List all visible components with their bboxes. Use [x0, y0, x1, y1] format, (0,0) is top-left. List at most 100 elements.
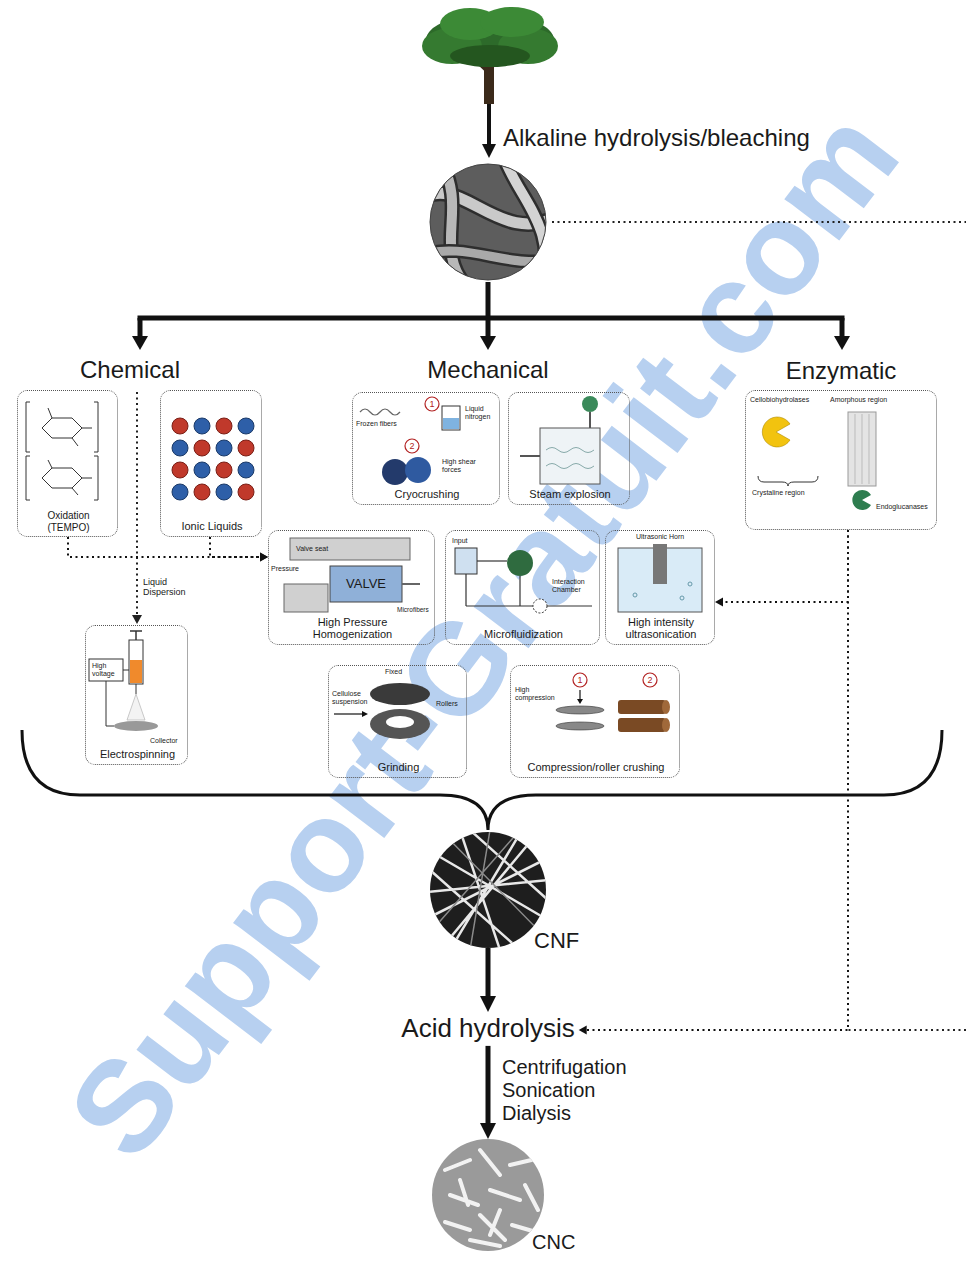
branch-arrows	[480, 336, 496, 350]
part-label: Interaction Chamber	[552, 578, 598, 594]
connector-label: Centrifugation Sonication Dialysis	[502, 1056, 662, 1125]
ionic-grid	[216, 440, 232, 456]
cnf-micrograph	[428, 830, 548, 950]
ionic-grid	[172, 484, 188, 500]
ionic-grid	[194, 484, 210, 500]
cryocrushing-illustration	[405, 439, 419, 453]
connector-line	[721, 530, 848, 602]
homogenizer-illustration	[284, 538, 420, 612]
compression-illustration	[556, 706, 604, 714]
homogenizer-illustration	[330, 566, 402, 602]
microfluidizer-illustration	[455, 548, 477, 574]
ionic-grid	[194, 418, 210, 434]
callout-number: 1	[573, 673, 587, 687]
group-heading: Chemical	[80, 356, 180, 384]
connector	[480, 1046, 496, 1139]
method-box: Oxidation (TEMPO)	[17, 390, 118, 537]
part-label: Endoglucanases	[876, 503, 928, 511]
grinder-illustration	[386, 716, 414, 728]
connector-line	[210, 537, 262, 557]
electrospinning-illustration	[106, 670, 129, 726]
arrowhead	[480, 1123, 496, 1139]
steam-explosion-illustration	[546, 448, 594, 469]
electrospinning-illustration	[89, 631, 158, 731]
brace	[22, 730, 942, 830]
ultrasonicator-illustration	[680, 596, 684, 600]
arrowhead	[715, 598, 723, 607]
liquid-dispersion-arrow	[136, 392, 138, 615]
arrowhead	[260, 553, 268, 562]
connector	[210, 537, 268, 562]
fiber-micrograph	[430, 164, 546, 280]
ionic-grid	[172, 462, 188, 478]
grinder-illustration	[370, 709, 430, 739]
arrowhead	[480, 996, 496, 1012]
grinder-illustration	[370, 683, 430, 705]
dotted-link	[552, 222, 966, 1030]
method-box: Compression/roller crushing	[510, 665, 680, 778]
branch-arrows	[840, 318, 845, 338]
fiber-micrograph	[505, 160, 545, 290]
enzymatic-illustration	[762, 417, 790, 447]
connector	[480, 948, 496, 1012]
ionic-grid	[238, 462, 254, 478]
callout-number: 1	[425, 397, 439, 411]
cnf-micrograph	[428, 830, 548, 950]
tempo-structure	[42, 468, 82, 488]
compression-illustration	[556, 722, 604, 730]
ultrasonicator-illustration	[688, 582, 692, 586]
fiber-micrograph	[440, 160, 470, 290]
tempo-structure	[48, 460, 92, 495]
part-label: Microfibers	[397, 606, 429, 613]
connector	[579, 530, 848, 1035]
electrospinning-illustration	[89, 659, 123, 681]
branch-arrows	[132, 336, 148, 350]
part-label: High shear forces	[442, 458, 492, 474]
tempo-structure	[48, 408, 92, 446]
electrospinning-illustration	[127, 694, 145, 720]
part-label: Cellulose suspension	[332, 690, 370, 706]
part-label: Frozen fibers	[356, 420, 404, 428]
fiber-micrograph	[420, 160, 560, 290]
compression-illustration	[618, 700, 666, 714]
part-label: Collector	[150, 737, 178, 745]
part-label: Input	[452, 537, 468, 545]
part-label: Amorphous region	[830, 396, 887, 404]
compression-illustration	[618, 718, 666, 732]
fiber-micrograph	[440, 160, 470, 290]
connector-line	[486, 948, 491, 1001]
image-node: CNC	[432, 1139, 544, 1251]
box-caption: Ionic Liquids	[167, 520, 257, 533]
steam-explosion-illustration	[520, 396, 600, 484]
dotted-link	[552, 221, 966, 223]
box-caption: High Pressure Homogenization	[284, 616, 421, 641]
compression-illustration	[577, 699, 583, 704]
cryocrushing-illustration	[443, 418, 459, 429]
homogenizer-illustration	[284, 584, 328, 612]
part-label: Cellobiohydrolases	[750, 396, 809, 404]
image-label: CNC	[532, 1231, 575, 1254]
process-arrow	[482, 104, 496, 158]
tree-illustration	[450, 45, 530, 67]
branch-arrows	[834, 336, 850, 350]
enzymatic-illustration	[852, 490, 871, 510]
ionic-grid	[172, 440, 188, 456]
homogenizer-illustration	[290, 538, 410, 560]
cnf-micrograph	[428, 830, 548, 950]
microfluidizer-illustration	[519, 576, 520, 606]
microfluidizer-illustration	[466, 605, 533, 606]
compression-illustration	[643, 673, 657, 687]
liquid-dispersion-arrow	[132, 615, 142, 624]
box-caption: Electrospinning	[90, 748, 185, 761]
ionic-grid	[238, 440, 254, 456]
microfluidizer-illustration	[533, 599, 547, 613]
ionic-grid	[194, 462, 210, 478]
dotted-link	[848, 1029, 966, 1031]
part-label: Pressure	[271, 565, 299, 573]
connector-line	[486, 1046, 491, 1128]
method-box: Steam explosion	[508, 392, 630, 505]
connector	[68, 537, 268, 562]
enzymatic-illustration	[848, 412, 876, 486]
tempo-structure	[42, 418, 82, 438]
